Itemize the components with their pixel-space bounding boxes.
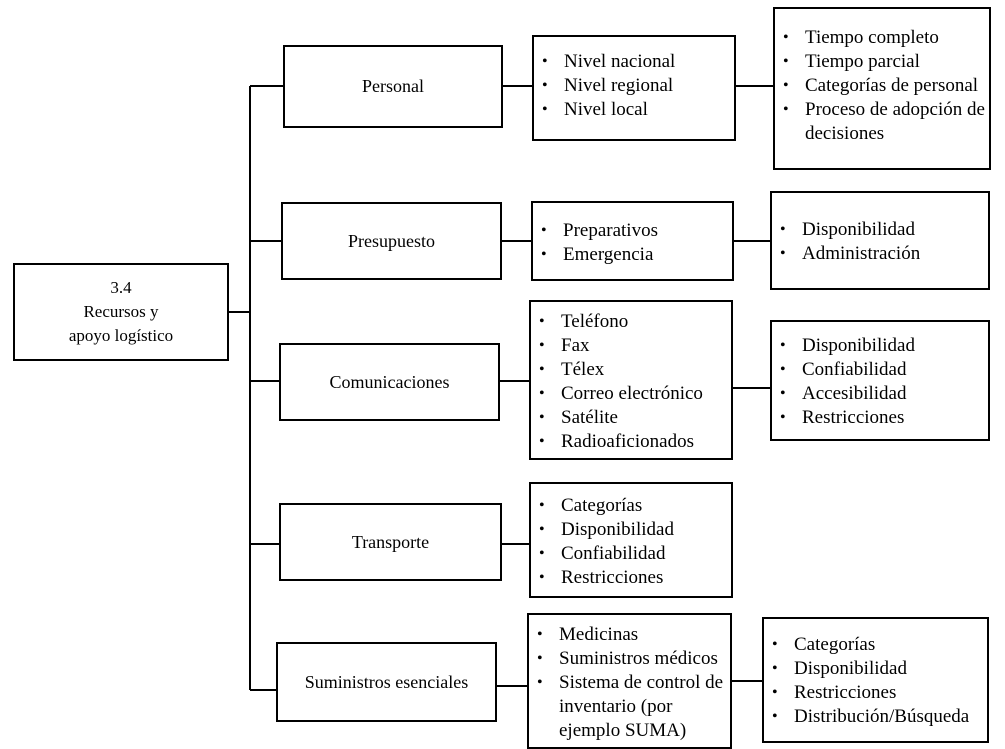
list-item: Suministros médicos bbox=[529, 647, 730, 671]
list-item: Emergencia bbox=[533, 243, 732, 267]
list-item: Restricciones bbox=[772, 406, 988, 430]
list-item: Correo electrónico bbox=[531, 382, 731, 406]
list-item: Disponibilidad bbox=[531, 518, 731, 542]
list-item: Confiabilidad bbox=[531, 542, 731, 566]
list-item: Disponibilidad bbox=[772, 218, 988, 242]
root-number: 3.4 bbox=[110, 278, 132, 297]
category-label: Suministros esenciales bbox=[304, 671, 469, 692]
list-item: Preparativos bbox=[533, 219, 732, 243]
list-item: Distribución/Búsqueda bbox=[764, 705, 987, 729]
list-item: Nivel nacional bbox=[534, 50, 734, 74]
details-box-suministros: Categorías Disponibilidad Restricciones … bbox=[762, 617, 989, 743]
details-box-presupuesto: Disponibilidad Administración bbox=[770, 191, 990, 290]
root-box: 3.4 Recursos y apoyo logístico bbox=[13, 263, 229, 361]
list-item: Categorías bbox=[764, 633, 987, 657]
list-item: Tiempo completo bbox=[775, 26, 989, 50]
list-item: Administración bbox=[772, 242, 988, 266]
items-box-suministros: Medicinas Suministros médicos Sistema de… bbox=[527, 613, 732, 749]
list-item: Sistema de control de inventario (por ej… bbox=[529, 671, 730, 743]
category-box-personal: Personal bbox=[283, 45, 503, 128]
items-box-personal: Nivel nacional Nivel regional Nivel loca… bbox=[532, 35, 736, 141]
root-title-line2: apoyo logístico bbox=[68, 326, 174, 345]
details-box-comunicaciones: Disponibilidad Confiabilidad Accesibilid… bbox=[770, 320, 990, 441]
list-item: Télex bbox=[531, 358, 731, 382]
list-item: Restricciones bbox=[531, 566, 731, 590]
category-box-transporte: Transporte bbox=[279, 503, 502, 581]
root-title-line1: Recursos y bbox=[83, 302, 159, 321]
list-item: Restricciones bbox=[764, 681, 987, 705]
category-label: Comunicaciones bbox=[329, 371, 450, 392]
list-item: Disponibilidad bbox=[764, 657, 987, 681]
category-box-comunicaciones: Comunicaciones bbox=[279, 343, 500, 421]
category-box-suministros: Suministros esenciales bbox=[276, 642, 497, 722]
list-item: Confiabilidad bbox=[772, 358, 988, 382]
list-item: Categorías de personal bbox=[775, 74, 989, 98]
category-label: Personal bbox=[362, 76, 424, 96]
details-box-personal: Tiempo completo Tiempo parcial Categoría… bbox=[773, 7, 991, 170]
list-item: Teléfono bbox=[531, 310, 731, 334]
category-label: Presupuesto bbox=[348, 230, 435, 251]
list-item: Fax bbox=[531, 334, 731, 358]
items-box-transporte: Categorías Disponibilidad Confiabilidad … bbox=[529, 482, 733, 598]
category-box-presupuesto: Presupuesto bbox=[281, 202, 502, 280]
list-item: Nivel local bbox=[534, 98, 734, 122]
list-item: Radioaficionados bbox=[531, 430, 731, 454]
items-box-comunicaciones: Teléfono Fax Télex Correo electrónico Sa… bbox=[529, 300, 733, 460]
list-item: Proceso de adopción de decisiones bbox=[775, 98, 989, 146]
list-item: Categorías bbox=[531, 494, 731, 518]
list-item: Satélite bbox=[531, 406, 731, 430]
list-item: Disponibilidad bbox=[772, 334, 988, 358]
list-item: Medicinas bbox=[529, 623, 730, 647]
list-item: Tiempo parcial bbox=[775, 50, 989, 74]
list-item: Nivel regional bbox=[534, 74, 734, 98]
category-label: Transporte bbox=[351, 531, 430, 552]
list-item: Accesibilidad bbox=[772, 382, 988, 406]
items-box-presupuesto: Preparativos Emergencia bbox=[531, 201, 734, 281]
